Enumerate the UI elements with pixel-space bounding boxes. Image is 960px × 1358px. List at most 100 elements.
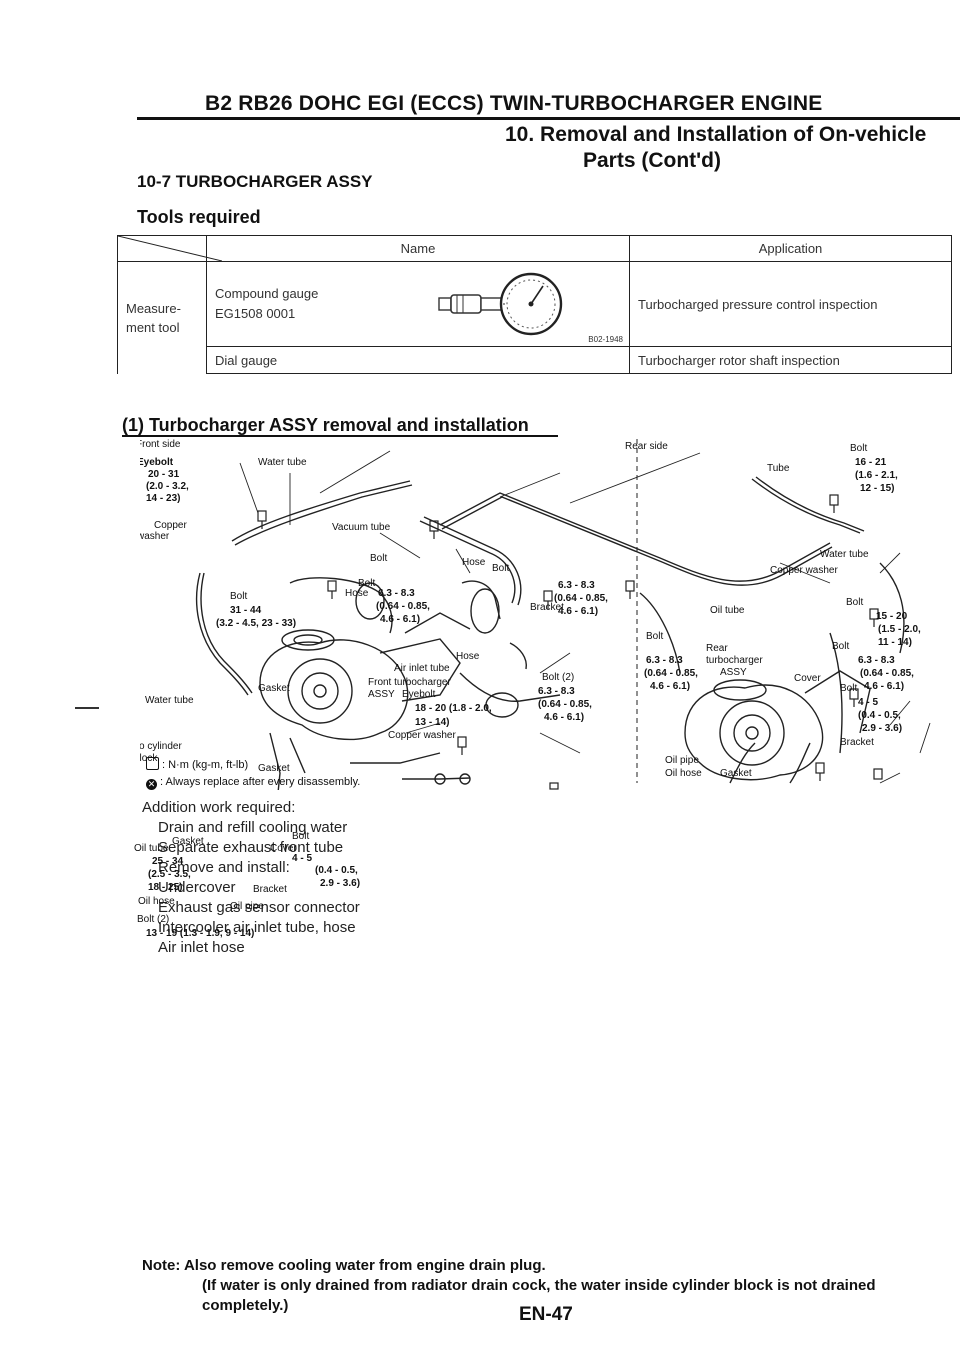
torque-value: (1.6 - 2.1,	[855, 470, 898, 481]
col-header-name: Name	[206, 235, 630, 262]
tools-table: Name Application Measure- ment tool Comp…	[117, 235, 952, 374]
label-bolt: Bolt (2)	[542, 672, 574, 683]
torque-value: (2.0 - 3.2,	[146, 481, 189, 492]
note-line2: (If water is only drained from radiator …	[202, 1277, 876, 1294]
replace-icon: ✕	[146, 779, 157, 790]
category-cell: Measure- ment tool	[117, 261, 207, 374]
label-eyebolt: Eyebolt	[140, 457, 174, 468]
label-bolt: Bolt	[850, 443, 867, 454]
label-bolt: Bolt	[370, 553, 387, 564]
application-cell: Turbocharged pressure control inspection	[629, 261, 952, 347]
torque-value: 4.6 - 6.1)	[558, 606, 598, 617]
section-title: 10. Removal and Installation of On-vehic…	[505, 122, 926, 174]
list-item: Undercover	[158, 879, 236, 896]
torque-value: 13 - 14)	[415, 717, 449, 728]
list-item: Exhaust gas sensor connector	[158, 899, 360, 916]
rear-side-label: Rear side	[625, 441, 668, 452]
label-oil-tube: Oil tube	[710, 605, 745, 616]
label-bolt: Bolt	[840, 683, 857, 694]
diagram-text: Front side Rear side Eyebolt 20 - 31 (2.…	[140, 439, 668, 764]
label-copper-washer: Copper washer	[388, 730, 456, 741]
table-row: Dial gauge Turbocharger rotor shaft insp…	[118, 346, 952, 374]
label-rear-turbocharger: turbocharger	[706, 655, 763, 666]
label-vacuum-tube: Vacuum tube	[332, 522, 391, 533]
torque-value: 4.6 - 6.1)	[864, 681, 904, 692]
page-header-title: B2 RB26 DOHC EGI (ECCS) TWIN-TURBOCHARGE…	[205, 92, 823, 115]
label-hose: Hose	[462, 557, 486, 568]
torque-value: (0.64 - 0.85,	[554, 593, 608, 604]
label-bolt: Bolt	[492, 563, 509, 574]
label-rear-turbocharger: Rear	[706, 643, 728, 654]
torque-value: (3.2 - 4.5, 23 - 33)	[216, 618, 296, 629]
label-tube: Tube	[767, 463, 790, 474]
torque-value: 4.6 - 6.1)	[544, 712, 584, 723]
label-bolt: Bolt	[646, 631, 663, 642]
torque-value: 16 - 21	[855, 457, 887, 468]
torque-icon	[146, 757, 159, 770]
torque-value: 31 - 44	[230, 605, 262, 616]
additional-work: Addition work required: Drain and refill…	[142, 798, 360, 958]
torque-value: (0.4 - 0.5,	[858, 710, 901, 721]
torque-value: 6.3 - 8.3	[378, 588, 415, 599]
tools-table-header: Name Application	[117, 235, 952, 262]
note-line3: completely.)	[202, 1297, 289, 1314]
label-bolt: Bolt	[832, 641, 849, 652]
tools-heading: Tools required	[137, 207, 261, 227]
legend-torque: : N·m (kg-m, ft-lb)	[146, 757, 360, 774]
label-gasket: Gasket	[720, 768, 752, 779]
torque-value: 6.3 - 8.3	[858, 655, 895, 666]
label-copper-washer: washer	[140, 531, 170, 542]
list-item: Remove and install:	[158, 859, 290, 876]
label-water-tube: Water tube	[820, 549, 869, 560]
note-block: Note: Also remove cooling water from eng…	[142, 1256, 876, 1316]
torque-value: (0.64 - 0.85,	[860, 668, 914, 679]
label-bracket: Bracket	[530, 602, 564, 613]
list-item: Air inlet hose	[158, 939, 245, 956]
torque-value: 6.3 - 8.3	[558, 580, 595, 591]
list-item: Intercooler air inlet tube, hose	[158, 919, 356, 936]
label-bolt: Bolt	[358, 578, 375, 589]
label-hose: Hose	[456, 651, 480, 662]
torque-value: 6.3 - 8.3	[646, 655, 683, 666]
torque-value: 4.6 - 6.1)	[650, 681, 690, 692]
torque-value: 20 - 31	[148, 469, 180, 480]
label-bolt: Bolt	[230, 591, 247, 602]
list-item: Drain and refill cooling water	[158, 819, 348, 836]
label-copper-washer: Copper washer	[770, 565, 838, 576]
torque-value: (0.64 - 0.85,	[376, 601, 430, 612]
col-header-application: Application	[629, 235, 952, 262]
label-bolt: Bolt	[846, 597, 863, 608]
label-front-turbocharger: Front turbocharger	[368, 677, 451, 688]
section1-underline	[122, 435, 558, 437]
compound-gauge-icon	[438, 272, 563, 336]
label-oil-pipe: Oil pipe	[665, 755, 699, 766]
label-eyebolt: Eyebolt	[402, 689, 436, 700]
label-gasket: Gasket	[258, 683, 290, 694]
torque-value: 4 - 5	[858, 697, 878, 708]
torque-value: 2.9 - 3.6)	[862, 723, 902, 734]
diagram-artwork	[195, 439, 931, 790]
torque-value: (1.5 - 2.0,	[878, 624, 921, 635]
table-row: Measure- ment tool Compound gauge EG1508…	[117, 261, 952, 374]
label-to-cylinder-block: To cylinder	[140, 741, 182, 752]
label-hose: Hose	[345, 588, 369, 599]
torque-value: (0.64 - 0.85,	[538, 699, 592, 710]
label-copper-washer: Copper	[154, 520, 187, 531]
section-title-line1: 10. Removal and Installation of On-vehic…	[505, 123, 927, 146]
label-water-tube: Water tube	[145, 695, 194, 706]
label-rear-turbocharger: ASSY	[720, 667, 747, 678]
figure-code: B02-1948	[588, 335, 623, 344]
tool-image-cell: B02-1948	[433, 261, 630, 347]
label-to-cylinder-block: block	[140, 753, 158, 764]
label-cover: Cover	[794, 673, 821, 684]
torque-value: (0.64 - 0.85,	[644, 668, 698, 679]
list-item: Separate exhaust front tube	[158, 839, 344, 856]
page-number: EN-47	[519, 1304, 573, 1325]
compound-gauge-figure: B02-1948	[433, 262, 629, 346]
section1-heading: (1) Turbocharger ASSY removal and instal…	[122, 415, 529, 435]
legend-replace: ✕: Always replace after every disassembl…	[146, 774, 360, 791]
label-front-turbocharger: ASSY	[368, 689, 395, 700]
margin-tick	[75, 707, 99, 709]
header-rule	[137, 117, 960, 120]
torque-value: 4.6 - 6.1)	[380, 614, 420, 625]
